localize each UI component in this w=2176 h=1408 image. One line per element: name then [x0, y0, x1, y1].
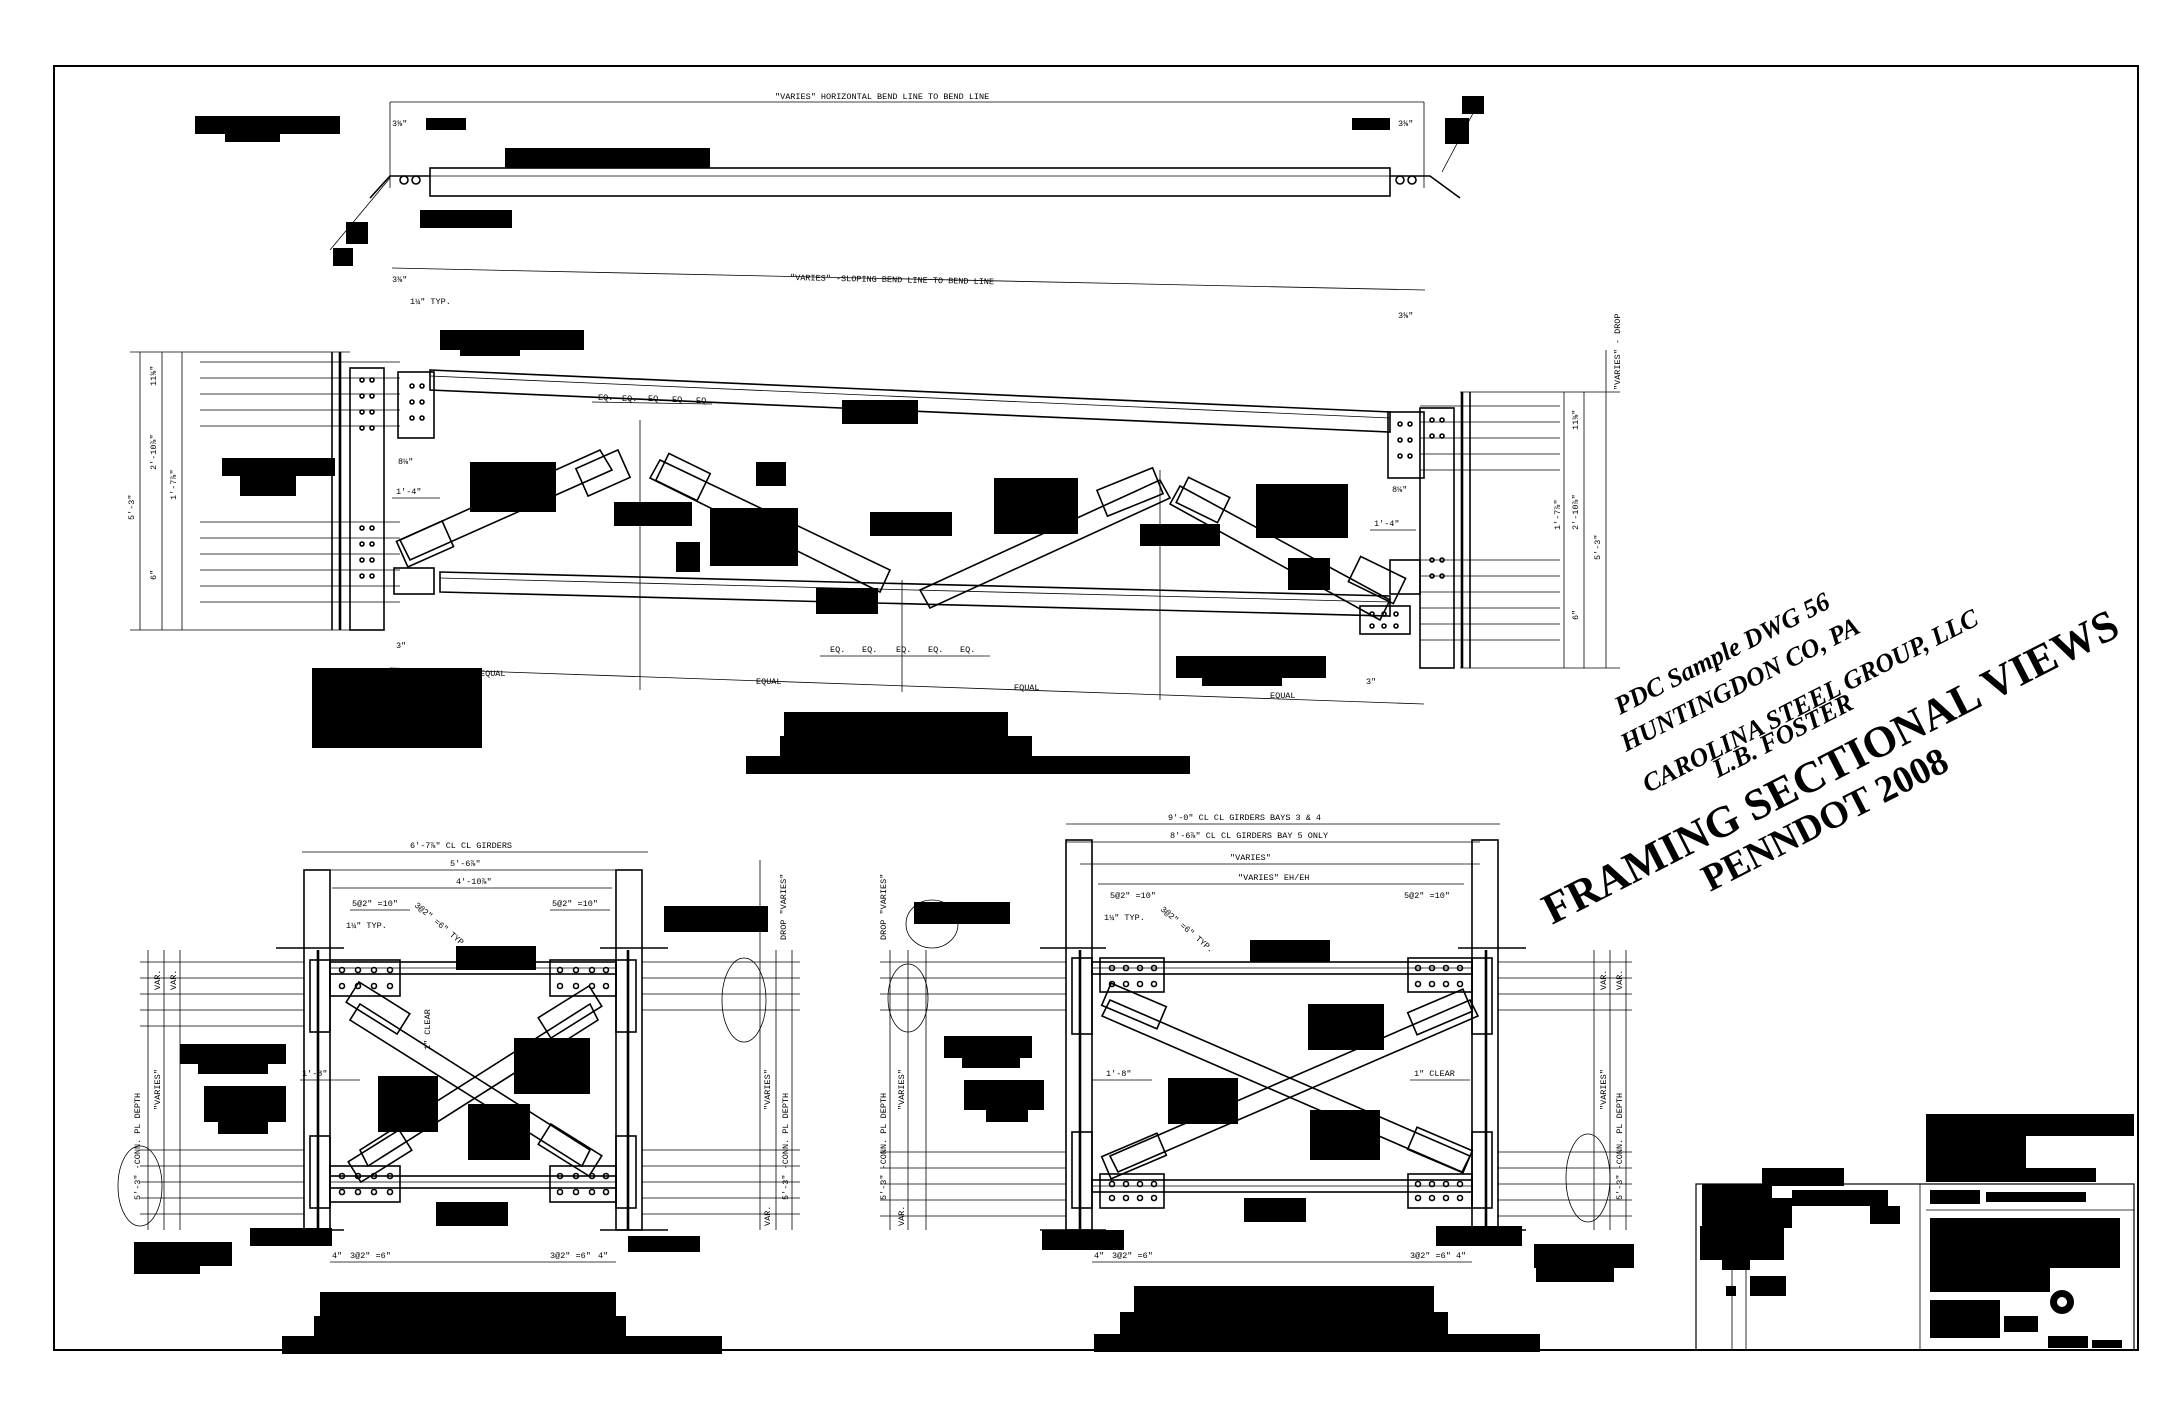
- dim-1-7-right: 1'-7⅞": [1553, 499, 1563, 530]
- br-dim-4-b: 4": [1456, 1251, 1466, 1261]
- br-cl-bay-5: 8'-6⅞" CL CL GIRDERS BAY 5 ONLY: [1170, 831, 1328, 841]
- varies-drop-label: "VARIES" - DROP: [1613, 313, 1623, 390]
- eq-label-1: EQ.: [598, 393, 613, 403]
- br-clear: 1" CLEAR: [1414, 1069, 1455, 1079]
- bl-spacing-b: 3@2" =6" TYP.: [412, 901, 469, 951]
- br-spacing-a-right: 5@2" =10": [1404, 891, 1450, 901]
- bl-spacing-a-left: 5@2" =10": [352, 899, 398, 909]
- bl-varies-left: "VARIES": [153, 1069, 163, 1110]
- eq-label-5: EQ.: [696, 396, 711, 406]
- dim-2-10-right: 2'-10⅞": [1571, 494, 1581, 530]
- bl-dim-4-a: 4": [332, 1251, 342, 1261]
- dim-11-left: 11⅜": [149, 366, 159, 386]
- bl-typ: 1¼" TYP.: [346, 921, 387, 931]
- br-spacing-a-left: 5@2" =10": [1110, 891, 1156, 901]
- bl-dim-4-b: 4": [598, 1251, 608, 1261]
- dim-6-left: 6": [149, 570, 159, 580]
- br-conn-depth-left: 5'-3" -CONN. PL DEPTH: [879, 1093, 889, 1200]
- eq-label-9: EQ.: [928, 645, 943, 655]
- br-dim-4-a: 4": [1094, 1251, 1104, 1261]
- bl-spacing-a-right: 5@2" =10": [552, 899, 598, 909]
- title-block: [1536, 1114, 2135, 1351]
- bl-dim-4-10: 4'-10⅞": [456, 877, 492, 887]
- br-conn-depth-right: 5'-3" -CONN. PL DEPTH: [1615, 1093, 1625, 1200]
- br-varies: "VARIES": [1230, 853, 1271, 863]
- bl-var-left-top: VAR.: [153, 970, 163, 990]
- dim-3-left: 3": [396, 641, 406, 651]
- bl-conn-depth-right: 5'-3" -CONN. PL DEPTH: [781, 1093, 791, 1200]
- dim-1-7-left: 1'-7⅞": [169, 469, 179, 500]
- top-elevation-view: "VARIES" HORIZONTAL BEND LINE TO BEND LI…: [127, 92, 1623, 774]
- bl-dim-1-8: 1'-8": [302, 1069, 328, 1079]
- dim-3-3-top-left: 3⅜": [392, 275, 407, 285]
- bl-cl-girders: 6'-7⅞" CL CL GIRDERS: [410, 841, 512, 851]
- br-varies-left: "VARIES": [897, 1069, 907, 1110]
- dim-2-10-left: 2'-10⅞": [149, 434, 159, 470]
- eq-label-3: EQ.: [648, 394, 663, 404]
- bl-bottom-spacing-left: 3@2" =6": [350, 1251, 391, 1261]
- bl-var-right: VAR.: [763, 1206, 773, 1226]
- dim-11-right: 11⅜": [1571, 410, 1581, 430]
- equal-label-2: EQUAL: [756, 677, 782, 687]
- br-var-right: VAR.: [1599, 970, 1609, 990]
- br-bottom-spacing-left: 3@2" =6": [1112, 1251, 1153, 1261]
- br-var-right-2: VAR.: [1615, 970, 1625, 990]
- br-typ: 1¼" TYP.: [1104, 913, 1145, 923]
- dim-3-right: 3": [1366, 677, 1376, 687]
- bl-var-left-top-2: VAR.: [169, 970, 179, 990]
- dim-8-right: 8⅛": [1392, 485, 1407, 495]
- bottom-right-section: 9'-0" CL CL GIRDERS BAYS 3 & 4 8'-6⅞" CL…: [879, 813, 1634, 1352]
- bl-drop-varies: DROP "VARIES": [779, 874, 789, 940]
- br-cl-bays-3-4: 9'-0" CL CL GIRDERS BAYS 3 & 4: [1168, 813, 1321, 823]
- bottom-left-section: 6'-7⅞" CL CL GIRDERS 5'-6⅞" 4'-10⅞" 5@2"…: [117, 841, 800, 1354]
- br-dim-1-8: 1'-8": [1106, 1069, 1132, 1079]
- eq-label-4: EQ.: [672, 395, 687, 405]
- eq-label-7: EQ.: [862, 645, 877, 655]
- dim-6-right: 6": [1571, 610, 1581, 620]
- bl-dim-5-6: 5'-6⅞": [450, 859, 481, 869]
- eq-label-8: EQ.: [896, 645, 911, 655]
- equal-label-4: EQUAL: [1270, 691, 1296, 701]
- dim-3-3-plan-left: 3⅜": [392, 119, 407, 129]
- br-drop-varies: DROP "VARIES": [879, 874, 889, 940]
- dim-5-3-right: 5'-3": [1593, 534, 1603, 560]
- dim-1-4-right: 1'-4": [1374, 519, 1400, 529]
- br-varies-right: "VARIES": [1599, 1069, 1609, 1110]
- horizontal-bend-label: "VARIES" HORIZONTAL BEND LINE TO BEND LI…: [775, 92, 989, 102]
- typ-label: 1¼" TYP.: [410, 297, 451, 307]
- bl-bottom-spacing-right: 3@2" =6": [550, 1251, 591, 1261]
- dim-3-3-top-right: 3⅜": [1398, 311, 1413, 321]
- equal-label-3: EQUAL: [1014, 683, 1040, 693]
- equal-label-1: EQUAL: [480, 669, 506, 679]
- dim-5-3-left: 5'-3": [127, 494, 137, 520]
- eq-label-2: EQ.: [622, 394, 637, 404]
- eq-label-10: EQ.: [960, 645, 975, 655]
- br-spacing-b: 3@2" =6" TYP.: [1158, 905, 1215, 955]
- br-bottom-spacing-right: 3@2" =6": [1410, 1251, 1451, 1261]
- sloping-bend-label: "VARIES" -SLOPING BEND LINE TO BEND LINE: [790, 273, 994, 287]
- dim-3-3-plan-right: 3⅜": [1398, 119, 1413, 129]
- br-varies-eh: "VARIES" EH/EH: [1238, 873, 1309, 883]
- eq-label-6: EQ.: [830, 645, 845, 655]
- bl-varies-right: "VARIES": [763, 1069, 773, 1110]
- dim-8-left: 8⅛": [398, 457, 413, 467]
- dim-1-4-left: 1'-4": [396, 487, 422, 497]
- bl-clear: 1" CLEAR: [423, 1009, 433, 1050]
